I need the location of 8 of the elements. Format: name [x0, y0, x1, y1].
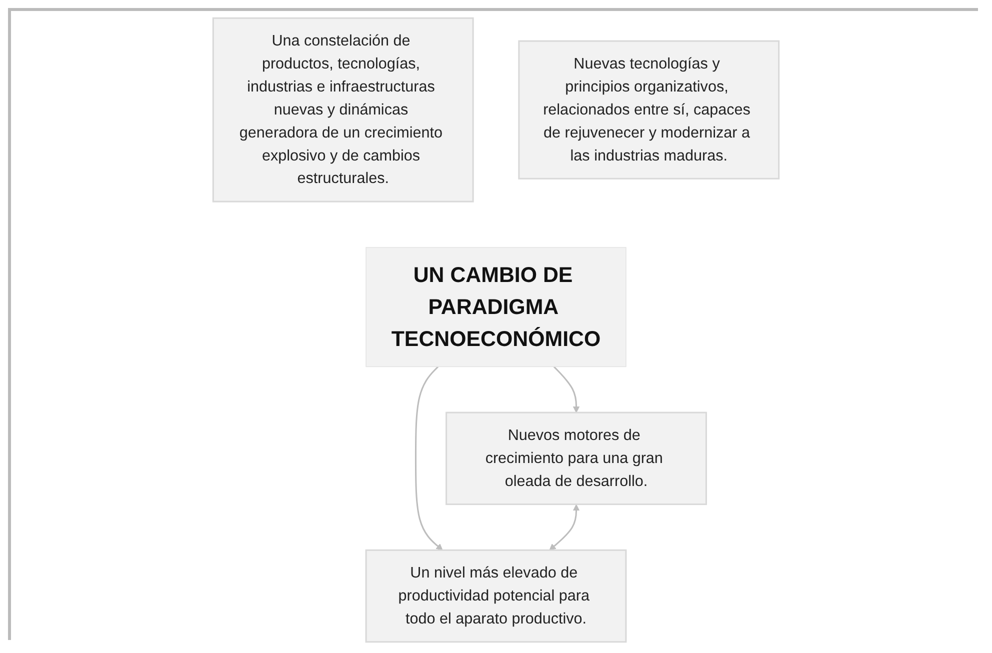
node-box: Un nivel más elevado de productividad potencial para todo el aparato productivo.	[365, 549, 627, 643]
node-box: Nuevas tecnologías y principios organizativos, relacionados entre sí, capaces de rejuvenecer y modernizar a las industrias maduras.	[518, 40, 780, 180]
arrow	[553, 366, 580, 413]
node-box: Nuevos motores de crecimiento para una gran oleada de desarrollo.	[446, 412, 707, 506]
node-box: UN CAMBIO DE PARADIGMA TECNOECONÓMICO	[366, 247, 626, 368]
arrow	[549, 504, 580, 550]
arrow	[414, 366, 443, 550]
node-box: Una constelación de productos, tecnologías, industrias e infraestructuras nuevas y dinámicas generadora de un crecimiento explosivo y de cambios estructurales.	[212, 17, 474, 202]
